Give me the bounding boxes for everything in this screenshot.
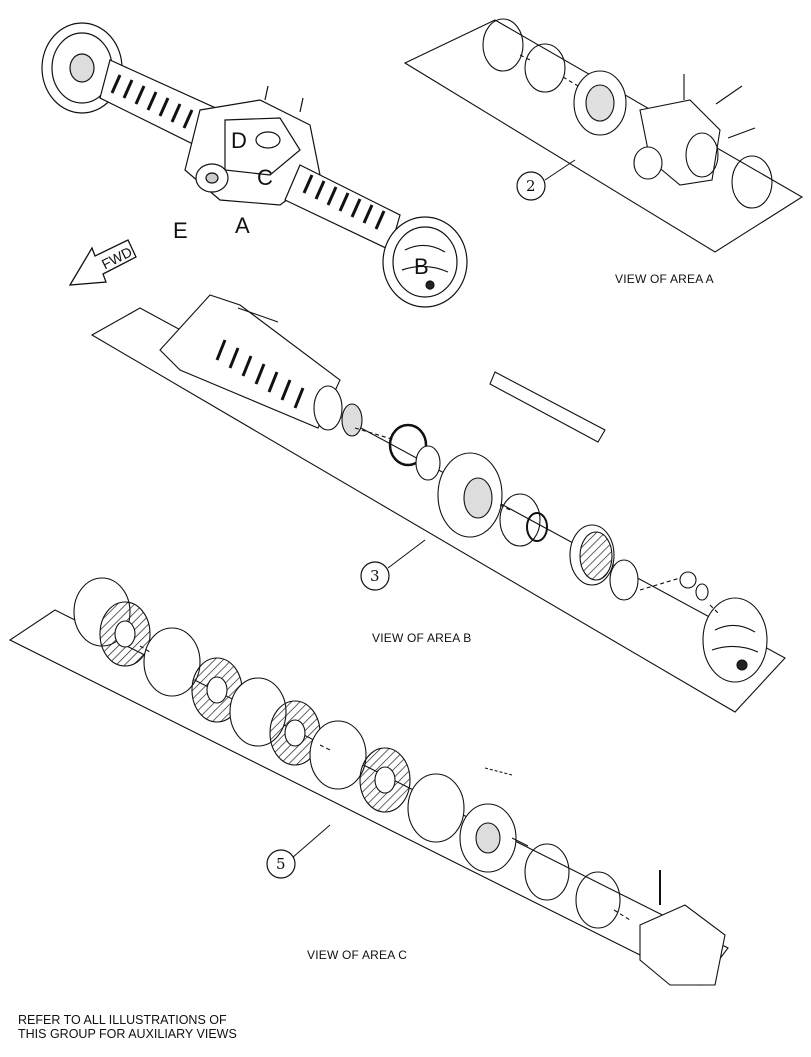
note-line-1: REFER TO ALL ILLUSTRATIONS OF <box>18 1013 227 1027</box>
callout-3: 3 <box>360 539 426 591</box>
axle-assembly <box>41 22 468 308</box>
callout-2: 2 <box>516 159 576 201</box>
svg-text:3: 3 <box>370 567 380 585</box>
area-label-b: B <box>414 254 429 279</box>
note-line-2: THIS GROUP FOR AUXILIARY VIEWS <box>18 1027 237 1041</box>
auxiliary-views-note: REFER TO ALL ILLUSTRATIONS OF THIS GROUP… <box>18 1013 237 1041</box>
fwd-label: FWD <box>99 244 135 273</box>
area-c-panel <box>8 577 729 986</box>
caption-view-area-c: VIEW OF AREA C <box>307 948 408 962</box>
fwd-arrow-icon: FWD <box>68 239 137 286</box>
area-b-panel <box>90 294 786 713</box>
svg-text:2: 2 <box>526 177 536 195</box>
area-label-d: D <box>231 128 247 153</box>
area-a-panel <box>403 18 804 253</box>
svg-text:5: 5 <box>276 855 286 873</box>
area-label-a: A <box>235 213 250 238</box>
caption-view-area-b: VIEW OF AREA B <box>372 631 472 645</box>
area-label-c: C <box>257 165 273 190</box>
callout-5: 5 <box>266 824 331 879</box>
area-label-e: E <box>173 218 188 243</box>
caption-view-area-a: VIEW OF AREA A <box>615 272 714 286</box>
